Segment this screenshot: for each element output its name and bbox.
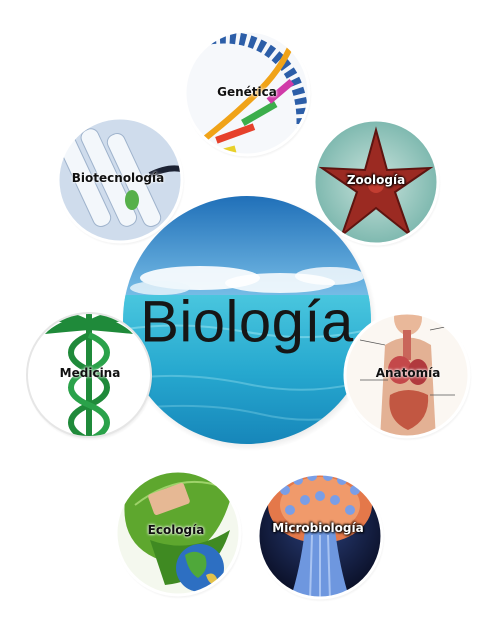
anatomia-circle [343,311,472,441]
label-ecologia: Ecología [147,523,205,537]
center-ocean-circle [121,195,377,451]
biotecnologia-circle [56,116,185,246]
label-genetica: Genética [217,85,277,99]
ecologia-circle [114,469,243,599]
zoologia-circle [312,118,441,248]
label-zoologia: Zoología [346,173,406,187]
label-microbiologia: Microbiología [272,521,364,535]
medicina-circle [26,312,154,441]
label-biotecnologia: Biotecnología [71,171,165,185]
starfish-icon [318,126,434,238]
human-anatomy-icon [359,313,456,437]
label-anatomia: Anatomía [375,366,441,380]
leaf-globe-icon [124,471,235,592]
lab-tubes-icon [58,118,182,242]
label-medicina: Medicina [59,366,121,380]
genetica-circle [183,29,312,159]
main-title: Biología [140,289,354,355]
caduceus-icon [40,313,138,437]
microbiologia-circle [256,472,385,602]
